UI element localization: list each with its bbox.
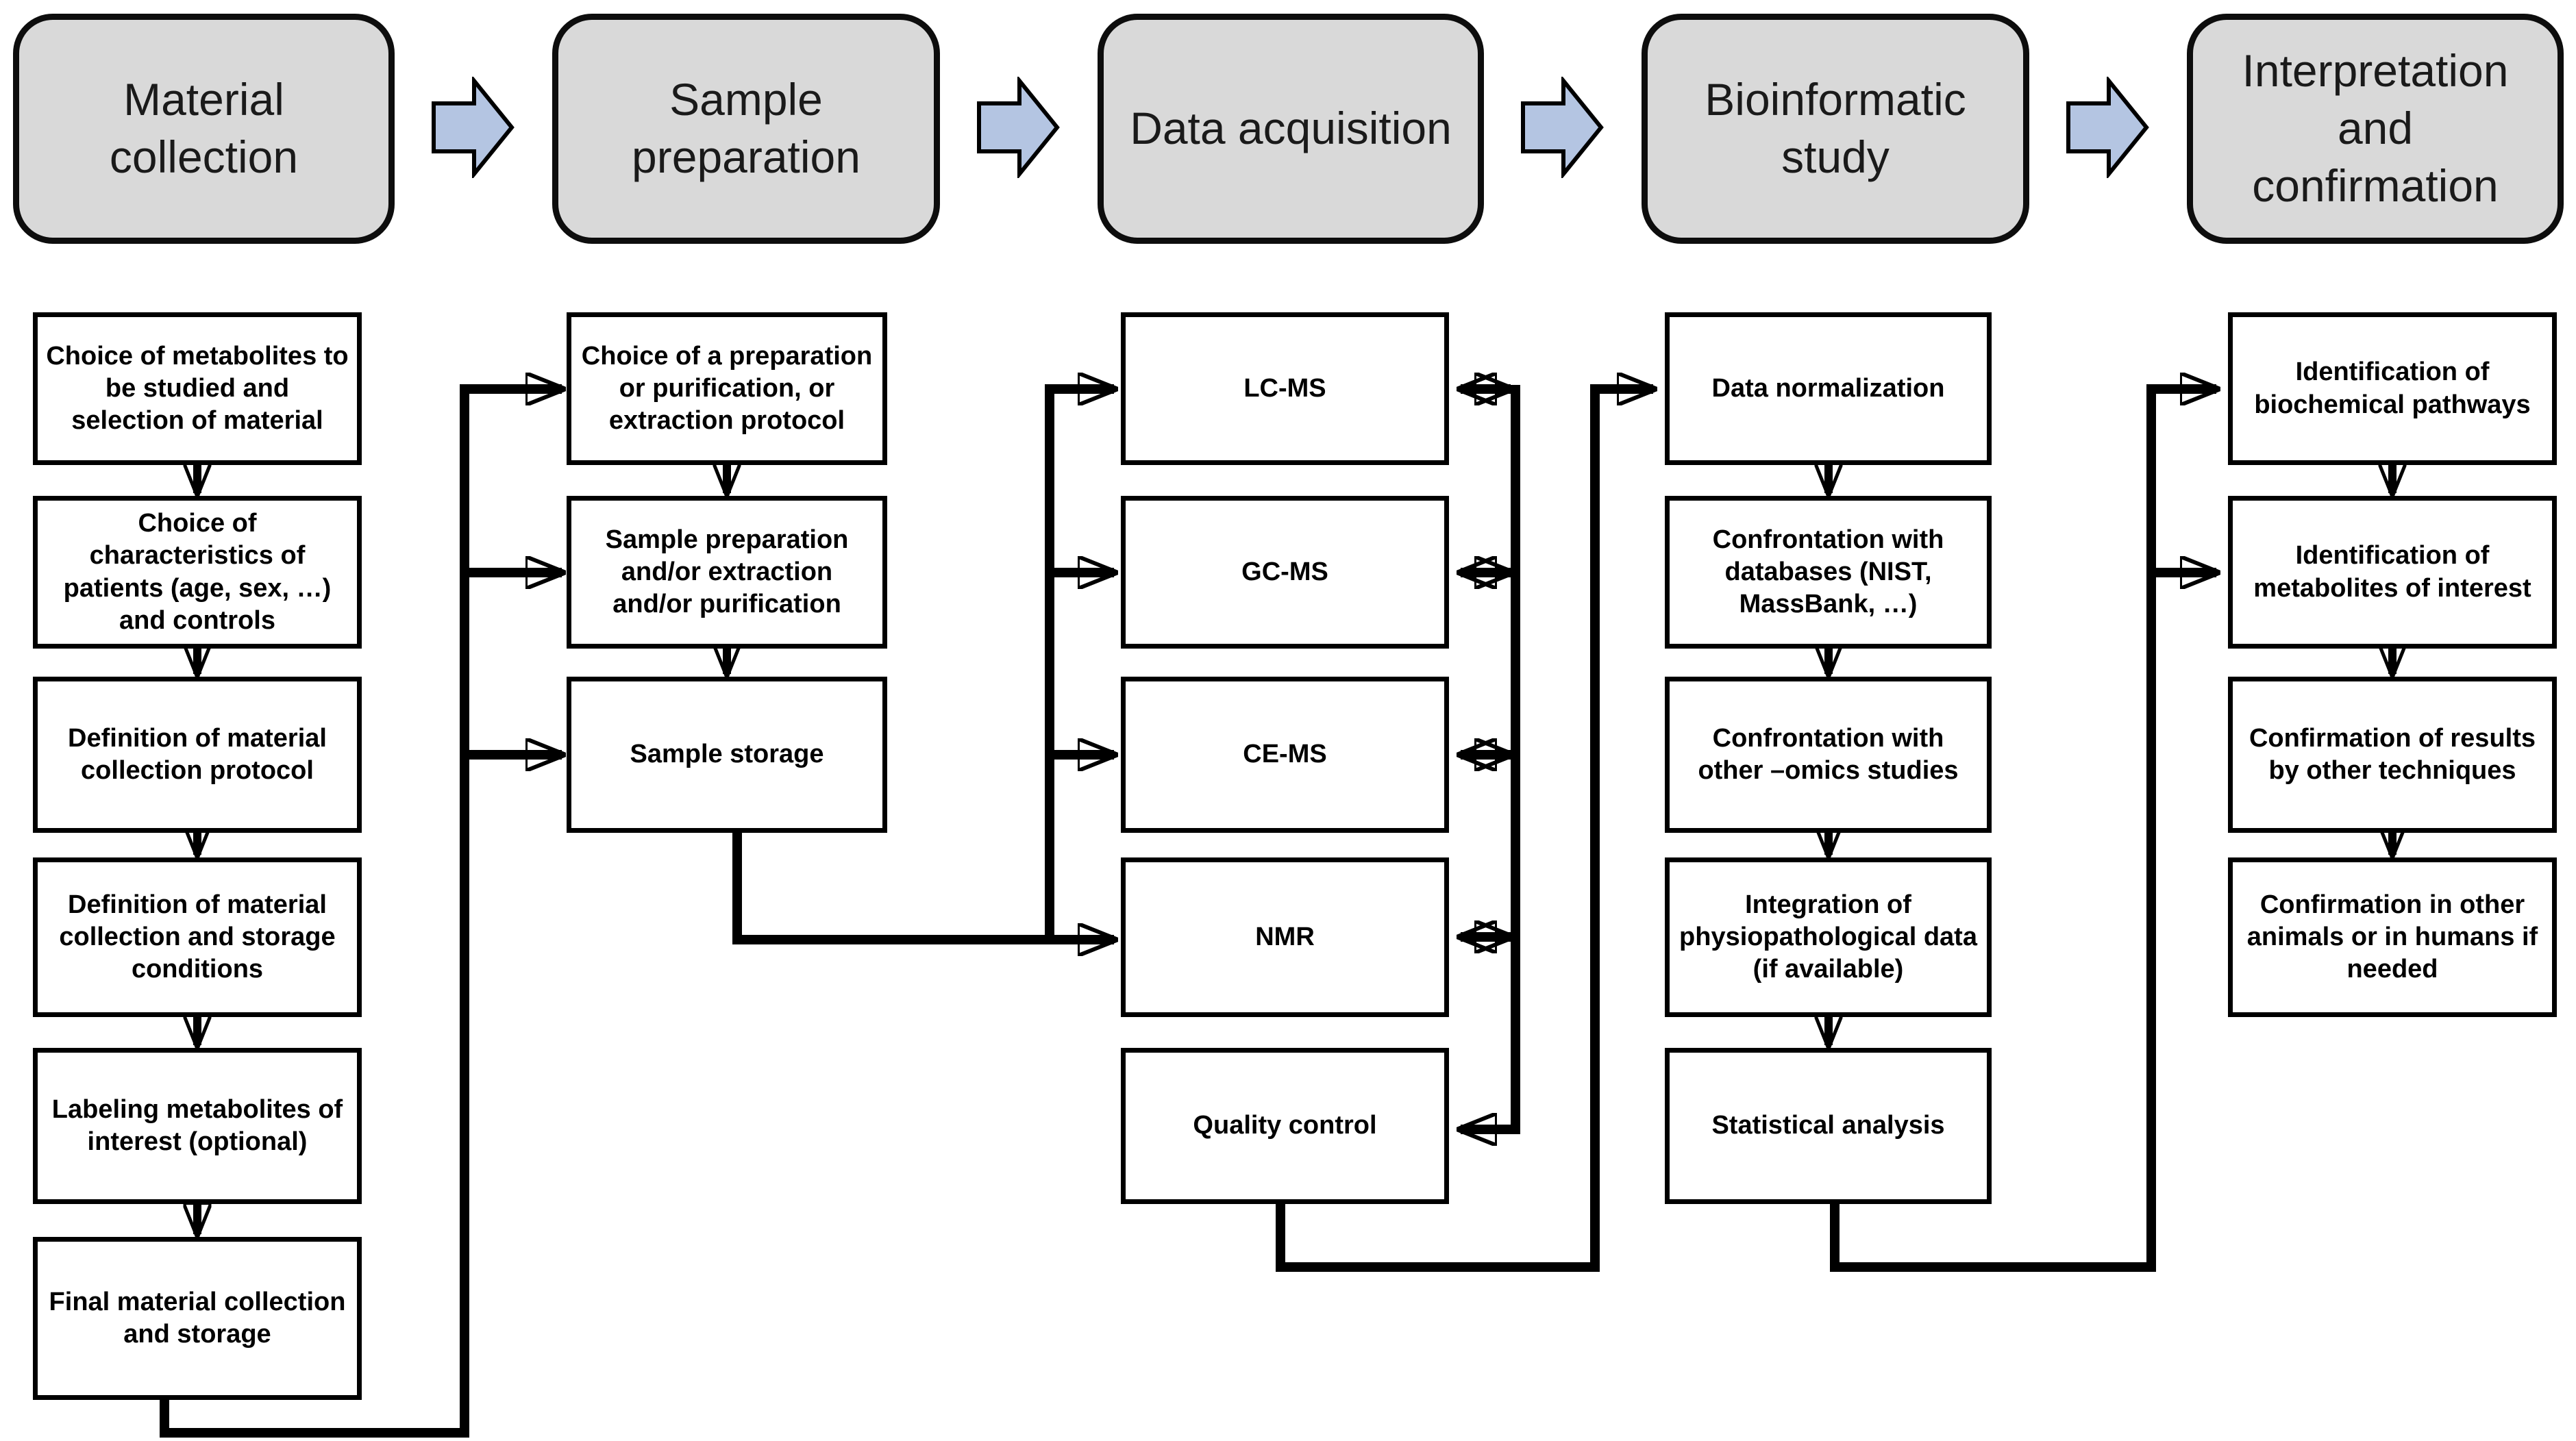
phase-arrow-1: [432, 77, 515, 178]
step-confirmation-techniques: Confirmation of results by other techniq…: [2228, 677, 2557, 833]
step-gc-ms: GC-MS: [1121, 496, 1449, 649]
step-lc-ms: LC-MS: [1121, 312, 1449, 465]
connector-branch-to-lc-ms: [1045, 389, 1114, 940]
step-confrontation-omics: Confrontation with other –omics studies: [1665, 677, 1992, 833]
phase-header-interpretation-confirmation: Interpretation and confirmation: [2187, 14, 2564, 244]
phase-header-material-collection: Material collection: [13, 14, 395, 244]
phase-arrow-4: [2066, 77, 2149, 178]
phase-header-sample-preparation: Sample preparation: [552, 14, 940, 244]
step-sample-storage: Sample storage: [567, 677, 887, 833]
step-statistical-analysis: Statistical analysis: [1665, 1048, 1992, 1204]
step-final-collection-storage: Final material collection and storage: [33, 1237, 362, 1400]
block-arrow-right-icon: [2066, 77, 2149, 178]
step-definition-collection-protocol: Definition of material collection protoc…: [33, 677, 362, 833]
block-arrow-right-icon: [977, 77, 1060, 178]
step-ce-ms: CE-MS: [1121, 677, 1449, 833]
block-arrow-right-icon: [432, 77, 515, 178]
step-quality-control: Quality control: [1121, 1048, 1449, 1204]
step-definition-storage-conditions: Definition of material collection and st…: [33, 857, 362, 1017]
step-choice-of-metabolites: Choice of metabolites to be studied and …: [33, 312, 362, 465]
phase-header-data-acquisition: Data acquisition: [1098, 14, 1484, 244]
step-choice-of-characteristics: Choice of characteristics of patients (a…: [33, 496, 362, 649]
step-data-normalization: Data normalization: [1665, 312, 1992, 465]
connector-instruments-to-quality-control: [1461, 385, 1520, 1129]
step-sample-preparation-extraction: Sample preparation and/or extraction and…: [567, 496, 887, 649]
step-identification-metabolites: Identification of metabolites of interes…: [2228, 496, 2557, 649]
connector-sample-storage-to-nmr: [732, 833, 1114, 940]
step-choice-preparation-protocol: Choice of a preparation or purification,…: [567, 312, 887, 465]
step-confrontation-databases: Confrontation with databases (NIST, Mass…: [1665, 496, 1992, 649]
phase-arrow-3: [1521, 77, 1604, 178]
step-integration-physiopathological: Integration of physiopathological data (…: [1665, 857, 1992, 1017]
phase-arrow-2: [977, 77, 1060, 178]
step-nmr: NMR: [1121, 857, 1449, 1017]
step-labeling-metabolites: Labeling metabolites of interest (option…: [33, 1048, 362, 1204]
block-arrow-right-icon: [1521, 77, 1604, 178]
step-confirmation-animals: Confirmation in other animals or in huma…: [2228, 857, 2557, 1017]
step-identification-pathways: Identification of biochemical pathways: [2228, 312, 2557, 465]
phase-header-bioinformatic-study: Bioinformatic study: [1642, 14, 2029, 244]
